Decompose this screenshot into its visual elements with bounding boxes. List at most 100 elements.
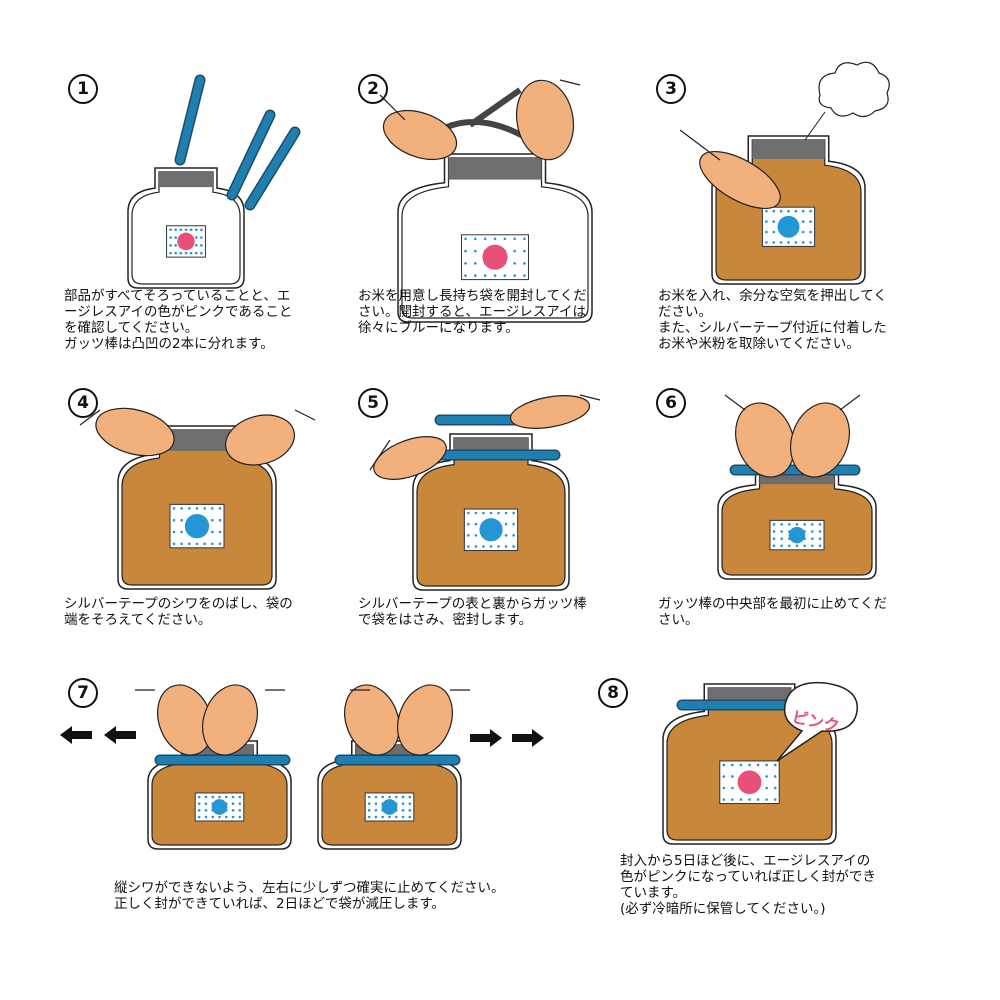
step-1-text: 部品がすべてそろっていることと、エ ージレスアイの色がピンクであること を確認し…: [64, 288, 293, 352]
label-dot: [189, 228, 193, 232]
label-dot: [818, 523, 822, 526]
ageless-eye-indicator: [737, 770, 762, 795]
label-dot: [801, 209, 805, 213]
label-dot: [211, 518, 214, 522]
label-dot: [497, 545, 500, 548]
label-dot: [803, 544, 806, 548]
label-dot: [795, 544, 799, 548]
label-dot: [504, 534, 508, 537]
label-dot: [809, 220, 812, 223]
label-dot: [180, 507, 183, 510]
label-dot: [467, 545, 470, 548]
label-dot: [811, 544, 814, 548]
label-dot: [765, 786, 768, 790]
step-5-text: シルバーテープの表と裏からガッツ棒 で袋をはさみ、密封します。: [358, 596, 587, 628]
label-dot: [765, 241, 768, 244]
label-dot: [773, 798, 777, 801]
label-dot: [169, 236, 172, 239]
step-2-text: お米を用意し長持ち袋を開封してくだ さい。開封すると、エージレスアイは 徐々にブ…: [358, 288, 587, 336]
label-dot: [772, 523, 776, 526]
label-dot: [474, 534, 478, 537]
label-dot: [482, 511, 485, 515]
sleeve-line: [839, 394, 861, 411]
label-dot: [811, 537, 814, 540]
label-dot: [467, 522, 470, 526]
label-dot: [794, 241, 798, 244]
label-dot: [238, 815, 242, 819]
label-dot: [523, 274, 526, 277]
label-dot: [184, 251, 188, 255]
sleeve-line: [679, 129, 721, 161]
label-dot: [773, 786, 777, 790]
label-dot: [765, 763, 768, 767]
label-dot: [408, 795, 412, 799]
label-dot: [401, 815, 405, 819]
arrow-left-icon: [60, 726, 92, 744]
hand-icon: [735, 402, 795, 478]
label-dot: [731, 798, 734, 801]
label-dot: [474, 249, 477, 253]
label-dot: [218, 507, 222, 510]
label-dot: [513, 274, 516, 277]
label-dot: [211, 542, 214, 546]
step-5-number: 5: [358, 388, 388, 418]
ageless-eye-indicator: [381, 799, 398, 815]
label-dot: [787, 241, 790, 244]
step-7-number: 7: [68, 678, 98, 708]
label-dot: [779, 209, 783, 213]
label-dot: [809, 209, 812, 213]
label-dot: [489, 545, 493, 548]
label-dot: [194, 236, 198, 239]
label-dot: [408, 815, 412, 819]
label-dot: [772, 544, 776, 548]
label-dot: [722, 763, 726, 767]
label-dot: [504, 511, 508, 515]
bag: [117, 425, 277, 590]
label-dot: [197, 795, 201, 799]
label-dot: [200, 251, 203, 255]
label-dot: [180, 542, 183, 546]
label-dot: [464, 249, 467, 253]
hand-icon: [373, 436, 447, 480]
label-dot: [504, 545, 508, 548]
label-dot: [467, 534, 470, 537]
label-dot: [172, 542, 176, 546]
label-dot: [464, 262, 467, 265]
label-dot: [204, 809, 208, 812]
sleeve-line: [294, 409, 316, 421]
ageless-eye-indicator: [177, 232, 195, 251]
label-dot: [504, 522, 508, 526]
step-8-text: 封入から5日ほど後に、エージレスアイの 色がピンクになっていれば正しく封ができ …: [620, 853, 876, 917]
label-dot: [772, 230, 776, 234]
label-dot: [374, 815, 378, 819]
label-dot: [772, 209, 776, 213]
label-dot: [174, 251, 178, 255]
label-dot: [482, 545, 485, 548]
label-dot: [203, 542, 206, 546]
label-dot: [218, 518, 222, 522]
label-dot: [238, 802, 242, 805]
bag: [412, 433, 570, 591]
step-1-number: 1: [68, 74, 98, 104]
step-3-number: 3: [656, 74, 686, 104]
label-dot: [739, 798, 743, 801]
label-dot: [204, 802, 208, 805]
label-dot: [818, 544, 822, 548]
label-dot: [408, 809, 412, 812]
hand-icon: [397, 684, 453, 756]
label-dot: [493, 237, 497, 241]
label-dot: [204, 795, 208, 799]
sleeve-line: [79, 409, 101, 426]
sleeve-line: [579, 394, 601, 401]
air-cloud-icon: [818, 61, 890, 118]
label-dot: [489, 511, 493, 515]
label-dot: [172, 518, 176, 522]
label-dot: [200, 228, 203, 232]
label-dot: [474, 262, 477, 265]
ageless-eye-indicator: [479, 518, 503, 542]
gattsu-stick-icon: [246, 128, 299, 209]
label-dot: [464, 237, 467, 241]
label-dot: [801, 230, 805, 234]
